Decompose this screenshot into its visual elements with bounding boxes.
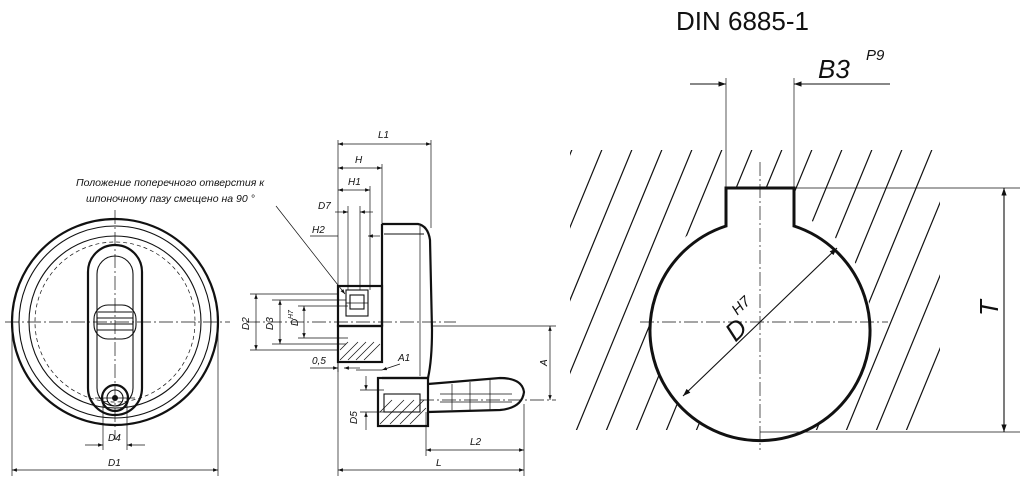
dim-label-h2: H2 [312,225,325,236]
keyway-label-t: T [974,298,1004,316]
dim-label-d4: D4 [108,433,121,444]
dim-label-l1: L1 [378,130,389,141]
dim-label-d7: D7 [318,201,331,212]
handwheel-front-view [5,210,230,476]
dim-label-d2: D2 [241,317,252,330]
dim-label-h: H [355,155,363,166]
dim-label-d3: D3 [265,317,276,330]
dim-label-d-h7: D H7 [288,309,301,326]
dim-label-d-tolerance: H7 [288,309,295,319]
handwheel-side-view [246,140,556,476]
dim-label-d1: D1 [108,458,121,469]
dim-label-l: L [436,458,442,469]
keyway-detail [570,78,1020,450]
dim-label-d5: D5 [349,411,360,424]
note-line-2: шпоночному пазу смещено на 90 ° [86,193,255,205]
dim-label-a1: A1 [397,353,410,364]
standard-title: DIN 6885-1 [676,6,809,36]
dim-label-a: A [539,359,550,367]
dim-label-l2: L2 [470,437,482,448]
note-line-1: Положение поперечного отверстия к [76,177,265,189]
dim-label-h1: H1 [348,177,361,188]
note-leader [275,205,346,295]
dim-label-d: D [290,319,301,326]
dim-label-0-5: 0,5 [312,356,326,367]
keyway-label-b3-tolerance: P9 [866,47,885,64]
keyway-label-b3: B3 [818,54,850,84]
